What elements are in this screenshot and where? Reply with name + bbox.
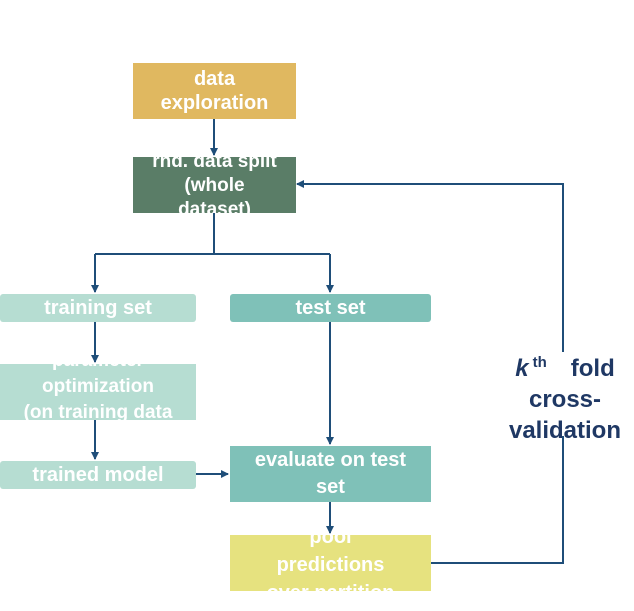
training-set-box: training set bbox=[0, 294, 196, 322]
data-split-line1: rnd. data split bbox=[152, 157, 277, 172]
training-set-label: training set bbox=[44, 297, 152, 319]
loop-lower-segment bbox=[431, 436, 564, 564]
optimization-line3: (on training data bbox=[23, 402, 173, 420]
test-set-box: test set bbox=[230, 294, 431, 322]
evaluate-line1: evaluate on test bbox=[254, 449, 407, 471]
data-split-box: rnd. data split (whole dataset) bbox=[133, 157, 296, 213]
cv-label-line3: validation bbox=[508, 417, 622, 444]
pool-line1: pool bbox=[309, 535, 352, 548]
data-exploration-box: data exploration bbox=[133, 63, 296, 119]
data-split-line3: dataset) bbox=[178, 199, 251, 213]
evaluate-line2: set bbox=[316, 476, 345, 498]
evaluate-box: evaluate on test set bbox=[230, 446, 431, 502]
optimization-line2: optimization bbox=[42, 376, 154, 397]
pool-predictions-box: pool predictions over partition bbox=[230, 535, 431, 591]
data-split-line2: (whole bbox=[184, 175, 245, 196]
pool-line3: over partition bbox=[230, 579, 431, 591]
optimization-line1: parameter bbox=[0, 364, 196, 374]
cv-fold: fold bbox=[570, 355, 615, 382]
loop-upper-segment bbox=[296, 180, 564, 352]
data-exploration-line2: exploration bbox=[160, 92, 269, 114]
trained-model-label: trained model bbox=[32, 464, 164, 486]
cv-th: th bbox=[532, 354, 547, 371]
cv-k: k bbox=[515, 355, 529, 382]
trained-model-box: trained model bbox=[0, 461, 196, 489]
cv-label-line2: cross- bbox=[528, 386, 602, 413]
data-exploration-line1: data bbox=[193, 68, 236, 90]
test-set-label: test set bbox=[295, 297, 366, 319]
pool-line2: predictions bbox=[276, 554, 385, 576]
optimization-box: parameter optimization (on training data bbox=[0, 364, 196, 420]
